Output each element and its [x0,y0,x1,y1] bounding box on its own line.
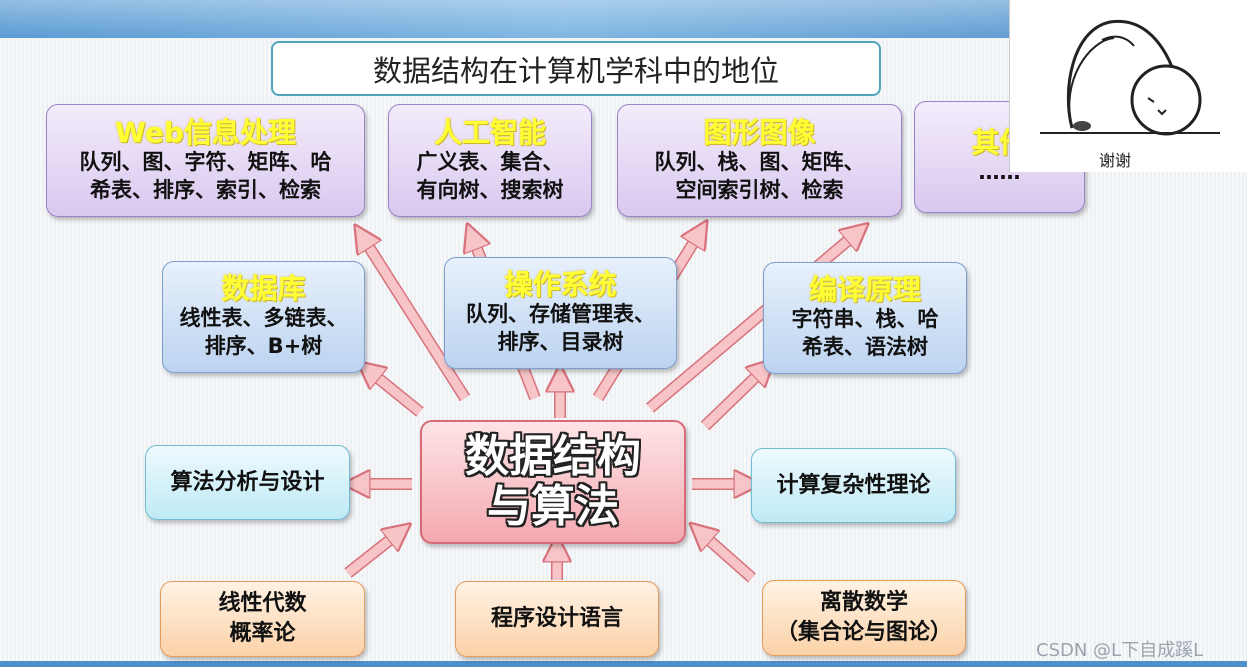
node-graphics: 图形图像 队列、栈、图、矩阵、 空间索引树、检索 [617,104,902,217]
node-os-line-2: 排序、目录树 [497,330,624,354]
node-ai-line-1: 广义表、集合、 [416,149,564,174]
node-ai: 人工智能 广义表、集合、 有向树、搜索树 [388,104,592,217]
node-programming-line-1: 程序设计语言 [490,606,623,631]
node-graphics-line-2: 空间索引树、检索 [675,177,844,202]
node-algorithm-analysis: 算法分析与设计 [145,445,350,520]
node-os-title: 操作系统 [504,268,617,301]
node-center: 数据结构 与算法 [420,420,686,544]
node-programming: 程序设计语言 [455,581,659,657]
arrow-to-web [362,236,469,401]
camera-caption: 谢谢 [1099,151,1132,170]
node-complexity-label: 计算复杂性理论 [776,472,931,498]
node-complexity: 计算复杂性理论 [751,448,956,523]
node-discrete-math: 离散数学 （集合论与图论） [762,580,966,656]
node-compiler: 编译原理 字符串、栈、哈 希表、语法树 [763,262,967,374]
arrow-to-compiler [701,368,765,430]
node-os-line-1: 队列、存储管理表、 [466,302,655,326]
node-graphics-line-1: 队列、栈、图、矩阵、 [654,149,865,174]
node-web-line-2: 希表、排序、索引、检索 [90,177,321,202]
node-graphics-title: 图形图像 [703,115,816,149]
node-db-line-1: 线性表、多链表、 [179,306,348,330]
node-center-line-1: 数据结构 [465,431,641,482]
node-center-line-2: 与算法 [487,481,619,532]
arrow-from-discrete [700,532,755,582]
node-linear-algebra: 线性代数 概率论 [160,581,365,657]
node-discrete-math-line-1: 离散数学 [819,590,908,615]
arrow-to-db [368,370,423,416]
arrow-from-linear [345,532,400,577]
node-algorithm-analysis-label: 算法分析与设计 [170,469,325,495]
slide-title: 数据结构在计算机学科中的地位 [271,41,881,96]
arrow-to-compiler-far [647,232,858,412]
node-linear-algebra-line-1: 线性代数 [218,591,307,616]
node-db-line-2: 排序、B+树 [204,334,323,358]
node-web-line-1: 队列、图、字符、矩阵、哈 [79,149,332,174]
node-compiler-line-1: 字符串、栈、哈 [791,307,939,331]
camera-overlay [1009,0,1247,172]
node-web-title: Web信息处理 [115,115,296,149]
node-ai-title: 人工智能 [433,115,546,149]
watermark-text: CSDN @L下自成蹊L [1036,640,1204,661]
node-os: 操作系统 队列、存储管理表、 排序、目录树 [444,257,677,369]
cartoon-drawing-icon [1040,19,1220,136]
node-db-title: 数据库 [221,272,306,305]
node-db: 数据库 线性表、多链表、 排序、B+树 [162,261,365,373]
node-web: Web信息处理 队列、图、字符、矩阵、哈 希表、排序、索引、检索 [46,104,365,217]
node-compiler-title: 编译原理 [808,273,921,306]
node-discrete-math-line-2: （集合论与图论） [775,620,952,645]
node-ai-line-2: 有向树、搜索树 [416,177,564,202]
node-linear-algebra-line-2: 概率论 [229,621,296,646]
slide-bottom-band [0,661,1247,667]
node-compiler-line-2: 希表、语法树 [802,335,928,359]
